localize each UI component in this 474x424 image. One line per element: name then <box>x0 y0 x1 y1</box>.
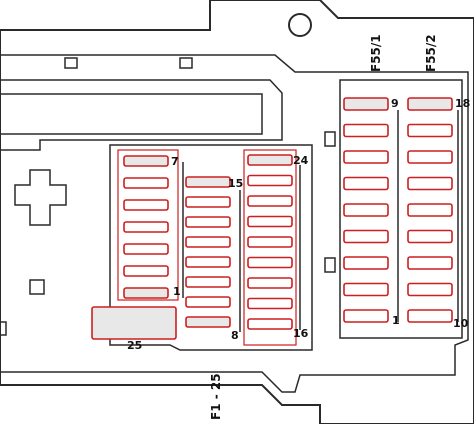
col-c-fuse-slot <box>247 297 293 310</box>
relay-right-fuse-slot <box>407 282 453 297</box>
col-a-fuse-slot <box>123 177 169 189</box>
fuse-number-col-c-bottom: 16 <box>293 327 309 340</box>
relay-left-fuse-slot <box>343 123 389 138</box>
relay-left-group-label: F55/1 <box>369 34 383 72</box>
col-c-fuse-slot <box>247 174 293 187</box>
col-a-fuse-slot <box>123 265 169 277</box>
fuse-layer <box>91 97 453 346</box>
bottom-group-label: F1 - 25 <box>209 373 223 420</box>
relay-right-fuse-slot <box>407 123 453 138</box>
col-a-fuse-slot <box>123 155 169 167</box>
mount-hole <box>288 13 312 37</box>
relay-right-fuse-slot <box>407 229 453 244</box>
relay-right-group-label: F55/2 <box>424 34 438 72</box>
relay-left-fuse-slot <box>343 256 389 270</box>
fuse-number-relay-left-bottom: 1 <box>392 314 400 327</box>
col-a-fuse-slot <box>123 243 169 255</box>
col-c-fuse-slot <box>247 215 293 228</box>
side-clip <box>324 131 336 147</box>
fuse-number-relay-left-top: 9 <box>391 97 399 110</box>
relay-right-fuse-slot <box>407 309 453 323</box>
col-c-fuse-slot <box>247 195 293 207</box>
relay-left-fuse-slot <box>343 282 389 297</box>
col-a-fuse-slot <box>123 221 169 233</box>
upper-module <box>0 79 283 151</box>
relay-right-fuse-slot <box>407 203 453 217</box>
fuse-tray <box>109 144 313 351</box>
col-c-fuse-slot <box>247 236 293 248</box>
relay-left-fuse-slot <box>343 97 389 111</box>
mount-tab <box>179 57 193 69</box>
col-b-fuse-slot <box>185 236 231 248</box>
col-b-fuse-slot <box>185 296 231 308</box>
relay-right-fuse-slot <box>407 97 453 111</box>
col-b-fuse-slot <box>185 216 231 228</box>
relay-left-fuse-slot <box>343 309 389 323</box>
relay-right-fuse-slot <box>407 256 453 270</box>
col-c-fuse-slot <box>247 277 293 289</box>
relay-left-fuse-slot <box>343 229 389 244</box>
col-c-fuse-slot <box>247 318 293 330</box>
col-c-fuse-slot <box>247 154 293 166</box>
col-b-fuse-slot <box>185 176 231 188</box>
fuse-group-c-frame <box>243 149 297 346</box>
relay-left-fuse-slot <box>343 203 389 217</box>
col-b-fuse-slot <box>185 196 231 208</box>
fuse-number-col-a-bottom: 1 <box>173 285 181 298</box>
col-b-fuse-slot <box>185 276 231 288</box>
fuse-number-col-a-top: 7 <box>171 155 179 168</box>
fuse-number-col-b-bottom: 8 <box>231 329 239 342</box>
large-fuse-slot <box>91 306 177 340</box>
small-block <box>29 279 45 295</box>
mount-tab <box>64 57 78 69</box>
col-b-fuse-slot <box>185 316 231 328</box>
fuse-number-col-b-top: 15 <box>228 177 244 190</box>
relay-holder <box>339 79 463 339</box>
cross-connector <box>14 169 67 226</box>
relay-left-fuse-slot <box>343 176 389 191</box>
col-a-fuse-slot <box>123 199 169 211</box>
fuse-number-large: 25 <box>127 339 143 352</box>
side-clip <box>324 257 336 273</box>
inner-frame <box>0 54 469 393</box>
fuse-number-col-c-top: 24 <box>293 154 309 167</box>
left-bracket <box>0 321 7 336</box>
col-a-fuse-slot <box>123 287 169 299</box>
relay-left-fuse-slot <box>343 150 389 164</box>
display-window <box>0 93 263 135</box>
fuse-group-a-frame <box>117 149 179 301</box>
fuse-number-relay-right-top: 18 <box>455 97 471 110</box>
fuse-number-relay-right-bottom: 10 <box>453 317 469 330</box>
col-b-fuse-slot <box>185 256 231 268</box>
relay-right-fuse-slot <box>407 176 453 191</box>
relay-right-fuse-slot <box>407 150 453 164</box>
col-c-fuse-slot <box>247 256 293 269</box>
